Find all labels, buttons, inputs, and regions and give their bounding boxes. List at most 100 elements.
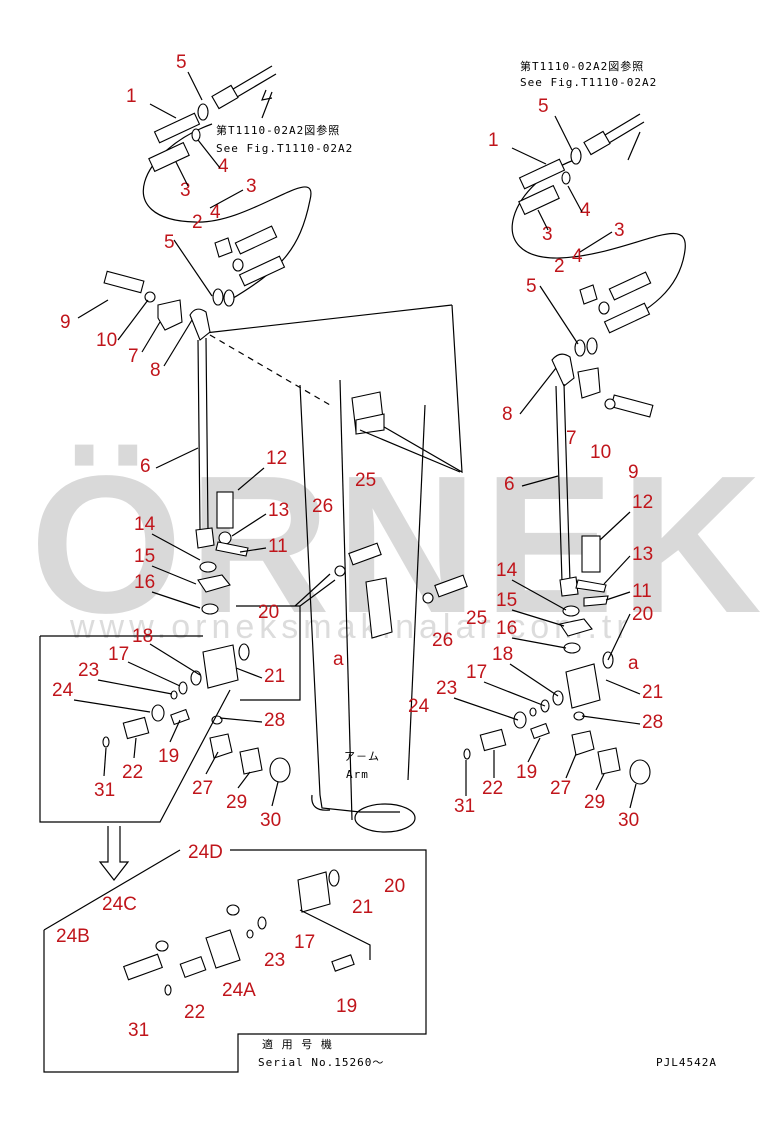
- part-number: 20: [632, 604, 653, 625]
- part-number: 16: [134, 572, 155, 593]
- part-number: 4: [580, 200, 591, 221]
- part-number: 7: [566, 428, 577, 449]
- part-number: 27: [550, 778, 571, 799]
- ref-serial-en: Serial No.15260～: [258, 1056, 384, 1069]
- ref-arm-jp: ア－ム: [344, 750, 380, 763]
- right-assembly: [334, 113, 686, 785]
- part-number: 19: [516, 762, 537, 783]
- part-number: 10: [590, 442, 611, 463]
- part-number: 2: [554, 256, 565, 277]
- part-number: 6: [140, 456, 151, 477]
- ref-top-right-jp: 第T1110-02A2図参照: [520, 59, 644, 73]
- part-number: 30: [618, 810, 639, 831]
- part-number: 18: [492, 644, 513, 665]
- part-number: 26: [312, 496, 333, 517]
- marker-a-left: a: [333, 649, 344, 670]
- part-number: 21: [352, 897, 373, 918]
- part-number: 31: [128, 1020, 149, 1041]
- left-assembly: [39, 65, 336, 823]
- part-number: 24: [408, 696, 430, 717]
- watermark-sub: www.orneksmakinalar.com.tr: [69, 608, 633, 646]
- part-number: 10: [96, 330, 117, 351]
- part-number: 23: [78, 660, 99, 681]
- part-number: 28: [264, 710, 285, 731]
- part-number: 24D: [188, 842, 223, 863]
- drawing-code: PJL4542A: [656, 1056, 717, 1069]
- part-number: 5: [176, 52, 187, 73]
- part-number: 5: [526, 276, 537, 297]
- part-number: 17: [466, 662, 487, 683]
- part-number: 31: [454, 796, 475, 817]
- part-number: 16: [496, 618, 517, 639]
- part-number: 30: [260, 810, 281, 831]
- part-number: 3: [542, 224, 553, 245]
- part-number: 9: [628, 462, 639, 483]
- part-number: 17: [294, 932, 315, 953]
- ref-serial-jp: 適 用 号 機: [262, 1037, 333, 1051]
- ref-top-left-jp: 第T1110-02A2図参照: [216, 123, 340, 137]
- part-number: 1: [488, 130, 499, 151]
- part-number: 9: [60, 312, 71, 333]
- part-number: 13: [268, 500, 289, 521]
- detail-box: [43, 849, 427, 1073]
- leader-lines: [73, 71, 641, 809]
- part-number: 25: [466, 608, 487, 629]
- part-number: 4: [210, 202, 221, 223]
- arm-structure: [204, 304, 463, 833]
- part-number: 24: [52, 680, 74, 701]
- marker-a-right: a: [628, 653, 639, 674]
- part-number: 28: [642, 712, 663, 733]
- part-number: 19: [158, 746, 179, 767]
- part-number: 12: [266, 448, 287, 469]
- part-number: 23: [436, 678, 457, 699]
- part-number: 24A: [222, 980, 256, 1001]
- part-number: 22: [184, 1002, 205, 1023]
- part-number: 26: [432, 630, 453, 651]
- part-number: 22: [122, 762, 143, 783]
- part-number: 21: [642, 682, 663, 703]
- watermark-main: ÖRNEK: [30, 435, 768, 654]
- part-number: 25: [355, 470, 376, 491]
- part-number: 15: [134, 546, 155, 567]
- part-number: 12: [632, 492, 653, 513]
- part-number: 24C: [102, 894, 137, 915]
- part-number: 21: [264, 666, 285, 687]
- ref-arm-en: Arm: [346, 768, 369, 781]
- part-number: 2: [192, 212, 203, 233]
- detail-arrow: [98, 826, 130, 881]
- part-number: 7: [128, 346, 139, 367]
- part-number: 14: [496, 560, 518, 581]
- part-number: 3: [180, 180, 191, 201]
- part-number: 8: [502, 404, 513, 425]
- part-number: 29: [226, 792, 247, 813]
- part-number: 11: [632, 581, 652, 602]
- part-number: 1: [126, 86, 137, 107]
- part-number: 23: [264, 950, 285, 971]
- part-number: 22: [482, 778, 503, 799]
- part-number: 5: [538, 96, 549, 117]
- part-number: 6: [504, 474, 515, 495]
- part-number: 11: [268, 536, 288, 557]
- part-number: 4: [218, 156, 229, 177]
- part-number: 8: [150, 360, 161, 381]
- part-number: 20: [384, 876, 405, 897]
- part-number: 18: [132, 626, 153, 647]
- part-number: 5: [164, 232, 175, 253]
- part-number: 13: [632, 544, 653, 565]
- part-number: 20: [258, 602, 279, 623]
- part-number: 24B: [56, 926, 90, 947]
- part-number: 14: [134, 514, 156, 535]
- part-number: 4: [572, 246, 583, 267]
- part-number: 17: [108, 644, 129, 665]
- ref-top-right-en: See Fig.T1110-02A2: [520, 76, 657, 89]
- part-number: 29: [584, 792, 605, 813]
- part-number: 19: [336, 996, 357, 1017]
- part-number: 31: [94, 780, 115, 801]
- part-number: 3: [614, 220, 625, 241]
- part-number: 15: [496, 590, 517, 611]
- part-number: 3: [246, 176, 257, 197]
- ref-top-left-en: See Fig.T1110-02A2: [216, 142, 353, 155]
- part-number: 27: [192, 778, 213, 799]
